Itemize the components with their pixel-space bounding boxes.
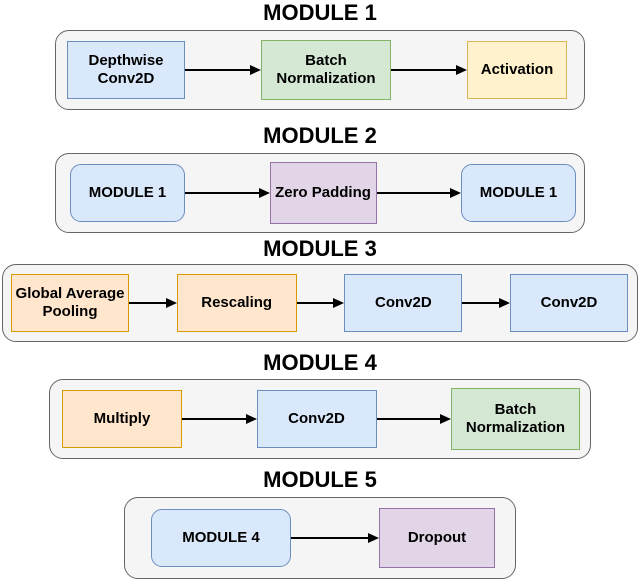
- module-2-title: MODULE 2: [263, 123, 377, 148]
- arrow-right-icon: [291, 533, 379, 543]
- node-multiply: Multiply: [62, 390, 182, 448]
- node-zero-padding: Zero Padding: [269, 162, 377, 224]
- module-3: MODULE 3 Global Average Pooling Rescalin…: [0, 238, 640, 342]
- module-2: MODULE 2 MODULE 1 Zero Padding MODULE 1: [0, 125, 640, 233]
- module-3-title: MODULE 3: [263, 236, 377, 261]
- module-4: MODULE 4 Multiply Conv2D Batch Normaliza…: [0, 352, 640, 459]
- arrow-right-icon: [129, 298, 177, 308]
- node-label: MODULE 1: [88, 184, 167, 202]
- node-label: Multiply: [93, 410, 151, 428]
- arrow-right-icon: [376, 188, 461, 198]
- module-5: MODULE 5 MODULE 4 Dropout: [0, 469, 640, 579]
- node-label: Batch Normalization: [276, 52, 376, 87]
- node-rescaling: Rescaling: [176, 274, 297, 332]
- node-label: Dropout: [407, 529, 467, 547]
- node-label: Conv2D: [375, 294, 432, 312]
- node-dropout: Dropout: [379, 508, 495, 568]
- node-label: Conv2D: [288, 410, 345, 428]
- arrow-right-icon: [391, 65, 467, 75]
- node-batch-normalization: Batch Normalization: [261, 40, 391, 100]
- module-5-container: MODULE 4 Dropout: [124, 497, 516, 579]
- node-label: Global Average Pooling: [15, 285, 125, 320]
- arrow-right-icon: [462, 298, 511, 308]
- node-conv2d: Conv2D: [344, 274, 463, 332]
- node-label: Zero Padding: [275, 184, 371, 202]
- module-4-container: Multiply Conv2D Batch Normalization: [49, 379, 591, 459]
- node-activation: Activation: [467, 41, 567, 99]
- module-1-container: Depthwise Conv2D Batch Normalization Act…: [55, 30, 585, 110]
- node-conv2d: Conv2D: [256, 390, 377, 448]
- node-conv2d: Conv2D: [510, 274, 629, 332]
- node-depthwise-conv2d: Depthwise Conv2D: [67, 41, 185, 99]
- node-label: Conv2D: [540, 294, 598, 312]
- arrow-right-icon: [376, 414, 451, 424]
- module-4-title: MODULE 4: [263, 350, 377, 375]
- arrow-right-icon: [296, 298, 345, 308]
- node-module-1-ref: MODULE 1: [70, 164, 185, 222]
- node-label: MODULE 1: [479, 184, 558, 202]
- node-batch-normalization: Batch Normalization: [451, 388, 580, 450]
- node-module-4-ref: MODULE 4: [151, 509, 291, 567]
- arrow-right-icon: [182, 414, 257, 424]
- module-5-title: MODULE 5: [263, 467, 377, 492]
- node-label: MODULE 4: [182, 529, 260, 547]
- node-label: Batch Normalization: [465, 401, 566, 436]
- arrow-right-icon: [185, 188, 270, 198]
- node-label: Activation: [480, 61, 554, 79]
- module-1: MODULE 1 Depthwise Conv2D Batch Normaliz…: [0, 2, 640, 110]
- module-3-container: Global Average Pooling Rescaling Conv2D …: [2, 264, 638, 342]
- node-module-1-ref: MODULE 1: [461, 164, 576, 222]
- node-label: Depthwise Conv2D: [88, 52, 164, 87]
- module-2-container: MODULE 1 Zero Padding MODULE 1: [55, 153, 585, 233]
- node-global-average-pooling: Global Average Pooling: [11, 274, 129, 332]
- node-label: Rescaling: [201, 294, 273, 312]
- module-1-title: MODULE 1: [263, 0, 377, 25]
- arrow-right-icon: [185, 65, 261, 75]
